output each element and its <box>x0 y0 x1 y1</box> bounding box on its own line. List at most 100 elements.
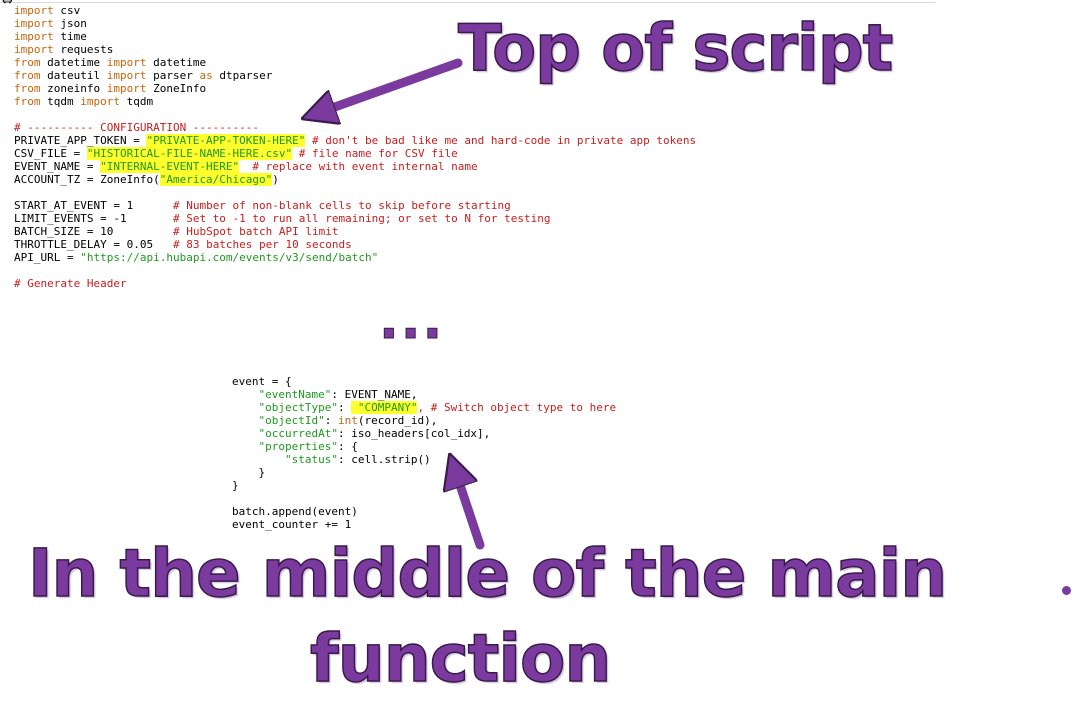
code-line: from tqdm import tqdm <box>14 95 914 108</box>
code-line: PRIVATE_APP_TOKEN = "PRIVATE-APP-TOKEN-H… <box>14 134 914 147</box>
code-token: # 83 batches per 10 seconds <box>172 238 352 251</box>
code-token: EVENT_NAME = <box>14 160 101 173</box>
code-editor-main-function[interactable]: event = { "eventName": EVENT_NAME, "obje… <box>232 375 832 531</box>
code-token: import <box>106 56 147 69</box>
code-token: "eventName" <box>258 388 332 401</box>
code-line: import json <box>14 17 914 30</box>
code-line: } <box>232 479 832 492</box>
code-token: import <box>14 43 54 56</box>
code-line: from zoneinfo import ZoneInfo <box>14 82 914 95</box>
code-token: # ---------- CONFIGURATION ---------- <box>14 121 260 134</box>
code-token: # don't be bad like me and hard-code in … <box>305 134 697 147</box>
code-token: from <box>14 82 41 95</box>
code-token: ) <box>272 173 279 186</box>
code-token: # HubSpot batch API limit <box>172 225 339 238</box>
code-token: "properties" <box>258 440 338 453</box>
code-token: tqdm <box>40 95 81 108</box>
code-token: import <box>106 69 147 82</box>
code-line: LIMIT_EVENTS = -1 # Set to -1 to run all… <box>14 212 914 225</box>
code-token: dateutil <box>40 69 107 82</box>
code-token: # replace with event internal name <box>239 160 478 173</box>
code-token: "objectType" <box>258 401 338 414</box>
arrow-to-top-of-script <box>318 58 463 113</box>
code-line: CSV_FILE = "HISTORICAL-FILE-NAME-HERE.cs… <box>14 147 914 160</box>
code-line: "objectType": "COMPANY", # Switch object… <box>232 401 832 414</box>
code-token: , # Switch object type to here <box>417 401 617 414</box>
code-token: ACCOUNT_TZ = ZoneInfo( <box>14 173 160 186</box>
code-line: # ---------- CONFIGURATION ---------- <box>14 121 914 134</box>
code-token: # file name for CSV file <box>292 147 458 160</box>
code-token: # Generate Header <box>14 277 127 290</box>
code-token: : cell.strip() <box>337 453 431 466</box>
code-line: EVENT_NAME = "INTERNAL-EVENT-HERE" # rep… <box>14 160 914 173</box>
decorative-dot <box>1062 586 1071 595</box>
code-line: "status": cell.strip() <box>232 453 832 466</box>
code-token: event = { <box>232 375 292 388</box>
ellipsis-annotation: ... <box>378 291 445 352</box>
code-line: event_counter += 1 <box>232 518 832 531</box>
code-token: csv <box>53 4 81 17</box>
code-token: : <box>324 414 338 427</box>
code-token: dtparser <box>212 69 273 82</box>
code-line: "occurredAt": iso_headers[col_idx], <box>232 427 832 440</box>
code-token: : iso_headers[col_idx], <box>337 427 491 440</box>
code-token: import <box>14 30 54 43</box>
code-line: } <box>232 466 832 479</box>
code-token: import <box>14 4 54 17</box>
code-token: "status" <box>284 453 338 466</box>
code-token: zoneinfo <box>40 82 107 95</box>
code-token: ZoneInfo <box>146 82 207 95</box>
code-token: import <box>14 17 54 30</box>
code-line: ACCOUNT_TZ = ZoneInfo("America/Chicago") <box>14 173 914 186</box>
code-token: event_counter += 1 <box>232 518 352 531</box>
code-token: as <box>199 69 213 82</box>
code-line: "properties": { <box>232 440 832 453</box>
code-line: import csv <box>14 4 914 17</box>
resize-cursor-icon: ⇔ <box>2 0 13 9</box>
code-token: : <box>337 401 352 414</box>
annotation-top-of-script: Top of script <box>457 11 894 87</box>
code-line: API_URL = "https://api.hubapi.com/events… <box>14 251 914 264</box>
code-token: THROTTLE_DELAY = 0.05 <box>14 238 173 251</box>
code-token: START_AT_EVENT = 1 <box>14 199 173 212</box>
code-line: event = { <box>232 375 832 388</box>
code-token: "PRIVATE-APP-TOKEN-HERE" <box>146 134 306 147</box>
code-token: BATCH_SIZE = 10 <box>14 225 173 238</box>
code-token: from <box>14 56 41 69</box>
code-token: LIMIT_EVENTS = -1 <box>14 212 173 225</box>
code-token: API_URL = <box>14 251 81 264</box>
code-line: THROTTLE_DELAY = 0.05 # 83 batches per 1… <box>14 238 914 251</box>
code-line: BATCH_SIZE = 10 # HubSpot batch API limi… <box>14 225 914 238</box>
code-token: # Set to -1 to run all remaining; or set… <box>172 212 551 225</box>
code-token: PRIVATE_APP_TOKEN = <box>14 134 147 147</box>
code-token: # Number of non-blank cells to skip befo… <box>172 199 511 212</box>
editor-top-border <box>0 2 935 3</box>
code-token: from <box>14 95 41 108</box>
annotation-middle-line-2: function <box>309 619 612 698</box>
code-token: import <box>106 82 147 95</box>
code-token: "INTERNAL-EVENT-HERE" <box>100 160 240 173</box>
code-line: import time <box>14 30 914 43</box>
arrow-to-main-function <box>455 470 485 550</box>
code-token: time <box>53 30 87 43</box>
code-token: } <box>232 466 266 479</box>
code-token: datetime <box>146 56 207 69</box>
code-token: requests <box>53 43 114 56</box>
code-token: "HISTORICAL-FILE-NAME-HERE.csv" <box>86 147 293 160</box>
code-line: "eventName": EVENT_NAME, <box>232 388 832 401</box>
code-token: parser <box>146 69 200 82</box>
code-line: batch.append(event) <box>232 505 832 518</box>
code-token: datetime <box>40 56 107 69</box>
annotation-middle-line-1: In the middle of the main <box>27 534 948 613</box>
code-token: int <box>337 414 358 427</box>
code-token: "occurredAt" <box>258 427 338 440</box>
code-line: import requests <box>14 43 914 56</box>
code-token: "objectId" <box>258 414 325 427</box>
code-line: "objectId": int(record_id), <box>232 414 832 427</box>
code-token: (record_id), <box>357 414 438 427</box>
code-token: "https://api.hubapi.com/events/v3/send/b… <box>80 251 379 264</box>
code-token: batch.append(event) <box>232 505 358 518</box>
code-token: tqdm <box>120 95 154 108</box>
